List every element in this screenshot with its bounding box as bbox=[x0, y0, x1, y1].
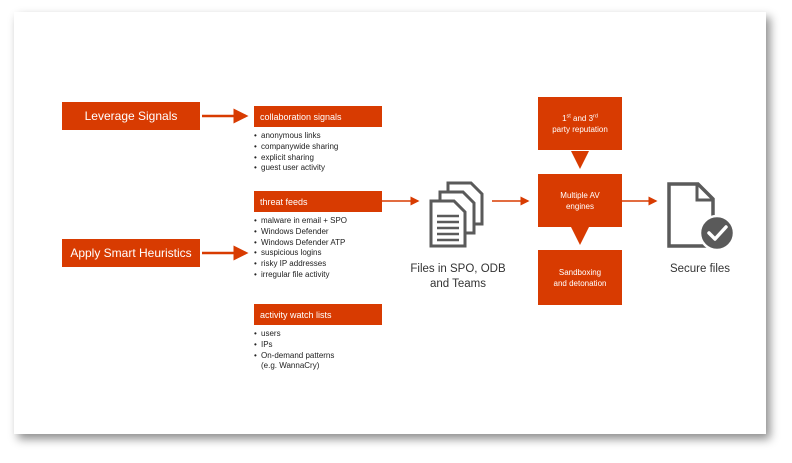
documents-icon bbox=[429, 181, 484, 248]
list-item: users bbox=[254, 329, 334, 340]
list-item: On-demand patterns bbox=[254, 351, 334, 362]
checkmark-icon bbox=[698, 214, 736, 252]
secure-file-icon bbox=[667, 182, 736, 252]
multiple-av-line1: Multiple AV bbox=[560, 190, 600, 200]
list-item-continuation: (e.g. WannaCry) bbox=[254, 361, 334, 372]
files-caption-line1: Files in SPO, ODB bbox=[410, 263, 506, 275]
files-caption: Files in SPO, ODB and Teams bbox=[398, 262, 518, 292]
activity-watch-lists-title: activity watch lists bbox=[260, 309, 332, 320]
smart-heuristics-box: Apply Smart Heuristics bbox=[62, 239, 200, 267]
list-item: irregular file activity bbox=[254, 270, 347, 281]
sandboxing-box: Sandboxing and detonation bbox=[538, 250, 622, 305]
party-reputation-line2: party reputation bbox=[552, 124, 608, 134]
list-item: guest user activity bbox=[254, 163, 338, 174]
smart-heuristics-label: Apply Smart Heuristics bbox=[70, 246, 192, 260]
slide bbox=[14, 12, 766, 434]
list-item: Windows Defender ATP bbox=[254, 238, 347, 249]
leverage-signals-label: Leverage Signals bbox=[84, 109, 178, 123]
list-item: malware in email + SPO bbox=[254, 216, 347, 227]
sandboxing-line2: and detonation bbox=[553, 278, 607, 288]
threat-feeds-list: malware in email + SPO Windows Defender … bbox=[254, 216, 347, 281]
threat-feeds-header: threat feeds bbox=[254, 191, 382, 212]
list-item: explicit sharing bbox=[254, 153, 338, 164]
list-item: Windows Defender bbox=[254, 227, 347, 238]
party-reputation-box: 1st and 3rd party reputation bbox=[538, 97, 622, 150]
activity-watch-lists-list: users IPs On-demand patterns (e.g. Wanna… bbox=[254, 329, 334, 372]
list-item: companywide sharing bbox=[254, 142, 338, 153]
party-reputation-line1: 1st and 3rd bbox=[562, 112, 598, 123]
secure-files-caption: Secure files bbox=[669, 263, 731, 275]
collaboration-signals-title: collaboration signals bbox=[260, 111, 342, 122]
list-item: risky IP addresses bbox=[254, 259, 347, 270]
sandboxing-line1: Sandboxing bbox=[558, 267, 602, 277]
list-item: IPs bbox=[254, 340, 334, 351]
collaboration-signals-header: collaboration signals bbox=[254, 106, 382, 127]
leverage-signals-box: Leverage Signals bbox=[62, 102, 200, 130]
list-item: anonymous links bbox=[254, 131, 338, 142]
multiple-av-line2: engines bbox=[565, 201, 595, 211]
collaboration-signals-list: anonymous links companywide sharing expl… bbox=[254, 131, 338, 174]
list-item: suspicious logins bbox=[254, 248, 347, 259]
threat-feeds-title: threat feeds bbox=[260, 196, 308, 207]
multiple-av-box: Multiple AV engines bbox=[538, 174, 622, 227]
activity-watch-lists-header: activity watch lists bbox=[254, 304, 382, 325]
list-item-continuation-text: (e.g. WannaCry) bbox=[261, 361, 320, 371]
files-caption-line2: and Teams bbox=[429, 278, 487, 290]
